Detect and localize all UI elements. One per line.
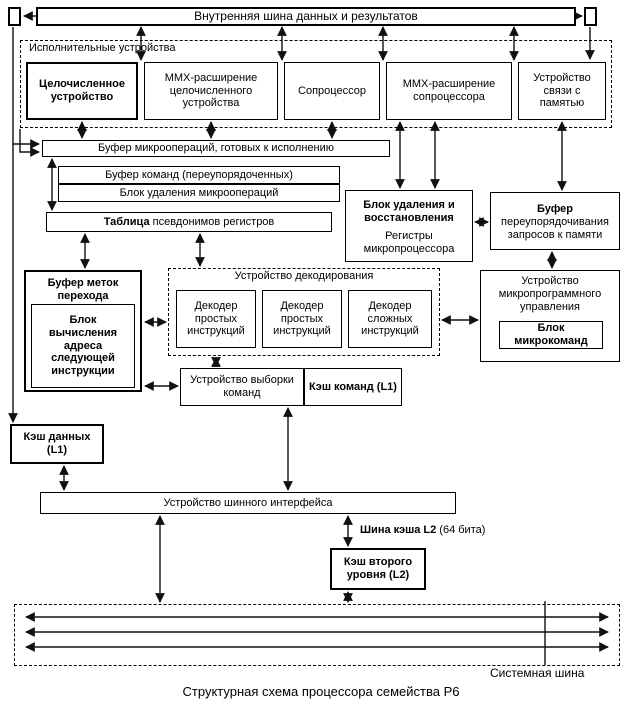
bus-right-connector	[584, 7, 597, 26]
memory-reorder-buffer: Буфер переупорядочивания запросов к памя…	[490, 192, 620, 250]
single-headed-arrows	[8, 11, 595, 423]
double-headed-arrows	[25, 26, 609, 652]
integer-unit-label: Целочисленное устройство	[39, 78, 125, 103]
next-address-calc-label: Блок вычисления адреса следующей инструк…	[48, 313, 118, 378]
system-bus-label: Системная шина	[490, 666, 584, 680]
uop-ready-buffer-label: Буфер микроопераций, готовых к исполнени…	[98, 142, 334, 155]
microprogram-control-unit: Устройство микропрограммного управления …	[480, 270, 620, 362]
l2-cache: Кэш второго уровня (L2)	[330, 548, 426, 590]
complex-decoder-label: Декодер сложных инструкций	[361, 299, 419, 338]
complex-decoder: Декодер сложных инструкций	[348, 290, 432, 348]
system-bus-label-text: Системная шина	[490, 666, 585, 680]
microcommand-block: Блок микрокоманд	[499, 321, 603, 349]
mmx-coprocessor-unit-label: MMX-расширение сопроцессора	[402, 78, 496, 103]
internal-data-bus: Внутренняя шина данных и результатов	[36, 7, 576, 26]
decoding-unit-title: Устройство декодирования	[234, 270, 374, 282]
l2-cache-label: Кэш второго уровня (L2)	[343, 556, 413, 581]
simple-decoder-2-label: Декодер простых инструкций	[273, 299, 331, 338]
uop-ready-buffer: Буфер микроопераций, готовых к исполнени…	[42, 140, 390, 157]
memory-link-unit: Устройство связи с памятью	[518, 62, 606, 120]
register-alias-table-rest: псевдонимов регистров	[149, 215, 275, 228]
mmx-coprocessor-unit: MMX-расширение сопроцессора	[386, 62, 512, 120]
l2-bus-label-bold: Шина кэша L2	[360, 524, 437, 536]
retire-restore-label: Блок удаления и восстановления	[363, 199, 455, 225]
branch-label-buffer: Буфер меток перехода Блок вычисления адр…	[24, 270, 142, 392]
instruction-cache-l1: Кэш команд (L1)	[304, 368, 402, 406]
l2-bus-label-rest: (64 бита)	[436, 524, 486, 536]
microprocessor-registers-label: Регистры микропроцессора	[363, 229, 455, 255]
coprocessor-unit: Сопроцессор	[284, 62, 380, 120]
simple-decoder-1-label: Декодер простых инструкций	[187, 299, 245, 338]
register-alias-table-bold: Таблица	[103, 215, 150, 228]
microprogram-control-title: Устройство микропрограммного управления	[498, 275, 602, 313]
instruction-fetch-unit: Устройство выборки команд	[180, 368, 304, 406]
branch-label-buffer-title: Буфер меток перехода	[47, 277, 119, 302]
mmx-integer-unit-label: MMX-расширение целочисленного устройства	[164, 71, 258, 110]
bus-interface-unit: Устройство шинного интерфейса	[40, 492, 456, 514]
instruction-fetch-label: Устройство выборки команд	[190, 374, 294, 399]
reordered-cmd-buffer-label: Буфер команд (переупорядоченных)	[105, 168, 293, 181]
simple-decoder-2: Декодер простых инструкций	[262, 290, 342, 348]
memory-reorder-buffer-title: Буфер	[536, 203, 574, 216]
system-bus-group	[14, 604, 620, 666]
microcommand-block-label: Блок микрокоманд	[514, 322, 588, 347]
memory-link-unit-label: Устройство связи с памятью	[533, 71, 591, 110]
register-alias-table-label: Таблица псевдонимов регистров	[104, 216, 275, 229]
coprocessor-unit-label: Сопроцессор	[298, 84, 366, 97]
simple-decoder-1: Декодер простых инструкций	[176, 290, 256, 348]
diagram-caption: Структурная схема процессора семейства Р…	[182, 684, 460, 699]
data-cache-l1: Кэш данных (L1)	[10, 424, 104, 464]
data-cache-l1-label: Кэш данных (L1)	[23, 431, 91, 456]
execution-units-title: Исполнительные устройства	[29, 42, 176, 54]
bus-left-connector	[8, 7, 21, 26]
uop-removal-block-label: Блок удаления микроопераций	[119, 186, 279, 199]
retire-restore-unit: Блок удаления и восстановления Регистры …	[345, 190, 473, 262]
register-alias-table: Таблица псевдонимов регистров	[46, 212, 332, 232]
reordered-cmd-buffer: Буфер команд (переупорядоченных)	[58, 166, 340, 184]
next-address-calc-block: Блок вычисления адреса следующей инструк…	[31, 304, 135, 388]
decoding-unit-group: Устройство декодирования	[168, 268, 440, 356]
instruction-cache-l1-label: Кэш команд (L1)	[309, 380, 397, 393]
internal-data-bus-label: Внутренняя шина данных и результатов	[194, 9, 418, 24]
uop-removal-block: Блок удаления микроопераций	[58, 184, 340, 202]
l2-bus-label: Шина кэша L2 (64 бита)	[360, 524, 485, 536]
integer-unit: Целочисленное устройство	[26, 62, 138, 120]
bus-interface-unit-label: Устройство шинного интерфейса	[163, 496, 333, 509]
mmx-integer-unit: MMX-расширение целочисленного устройства	[144, 62, 278, 120]
memory-reorder-buffer-label: переупорядочивания запросов к памяти	[501, 216, 609, 241]
